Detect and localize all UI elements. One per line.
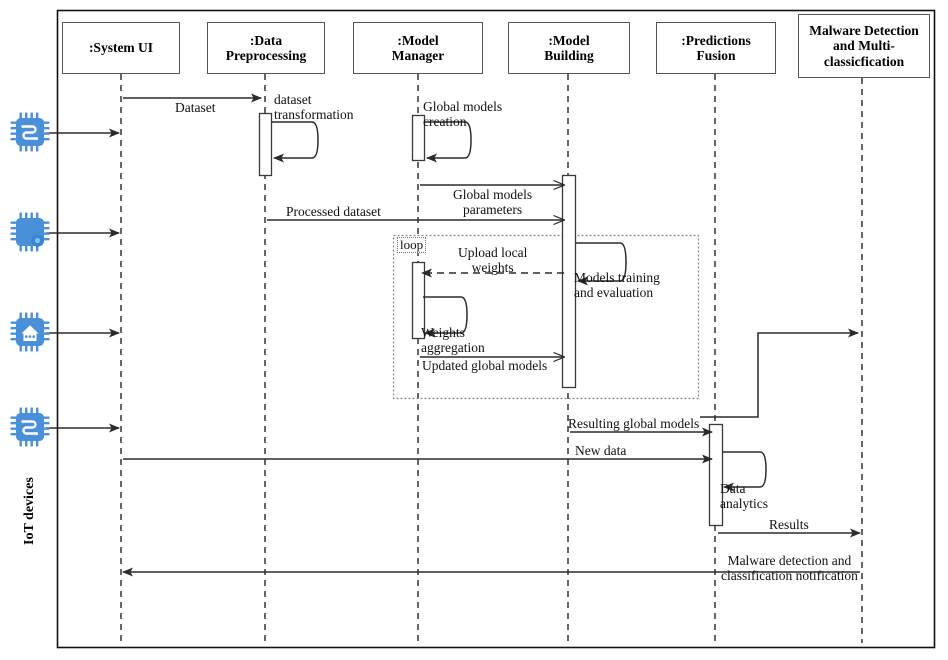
- lifeline-header-data-preprocessing[interactable]: :Data Preprocessing: [207, 22, 325, 74]
- self-message-label-self-weights-aggregation: Weights aggregation: [421, 325, 485, 356]
- iot-device-2-chip-sensor-icon: [10, 212, 50, 252]
- lifeline-header-label: :Predictions Fusion: [681, 32, 751, 63]
- diagram-frame: [56, 9, 936, 649]
- fragment-loop-fragment: [392, 234, 700, 400]
- lifeline-header-malware-detection[interactable]: Malware Detection and Multi- classicfica…: [798, 14, 930, 78]
- message-label-m-upload: Upload local weights: [458, 245, 528, 276]
- self-message-self-weights-aggregation: [423, 296, 468, 338]
- message-m-global-models-to-malware: [700, 328, 859, 418]
- lifeline-header-label: :System UI: [88, 40, 154, 56]
- message-label-m-results: Results: [769, 517, 809, 532]
- self-message-label-self-models-training: Models training and evaluation: [574, 270, 660, 301]
- self-message-label-self-data-analytics: Data analytics: [720, 481, 768, 512]
- self-messages-layer: [272, 121, 767, 492]
- self-message-self-data-analytics: [722, 451, 767, 492]
- activation-bar-act-model-manager-loop: [411, 261, 426, 340]
- lifeline-header-label: :Model Building: [544, 32, 594, 63]
- iot-devices-group-label: IoT devices: [22, 477, 37, 545]
- message-label-m-resulting: Resulting global models: [568, 416, 700, 431]
- lifeline-header-label: :Data Preprocessing: [225, 32, 307, 63]
- message-label-m-newdata: New data: [575, 443, 627, 458]
- elbow-message-layer: [700, 328, 859, 418]
- self-message-label-self-dataset-transformation: dataset transformation: [274, 92, 354, 123]
- lifeline-header-predictions-fusion[interactable]: :Predictions Fusion: [656, 22, 776, 74]
- activation-bar-act-model-manager-top: [411, 114, 426, 162]
- message-label-m-processed: Processed dataset: [286, 204, 381, 219]
- lifeline-header-label: Malware Detection and Multi- classicfica…: [809, 23, 919, 69]
- messages-layer: [46, 93, 861, 577]
- iot-device-3-chip-home-icon: [10, 312, 50, 352]
- self-message-self-global-models-creation: [425, 121, 472, 163]
- lifelines-layer: [120, 74, 863, 643]
- lifeline-header-model-building[interactable]: :Model Building: [508, 22, 630, 74]
- activation-bar-act-model-building: [561, 174, 577, 389]
- lifeline-header-model-manager[interactable]: :Model Manager: [353, 22, 483, 74]
- message-label-m-dataset: Dataset: [175, 100, 216, 115]
- message-label-m-updated: Updated global models: [422, 358, 548, 373]
- self-message-self-dataset-transformation: [272, 121, 319, 163]
- lifeline-header-system-ui[interactable]: :System UI: [62, 22, 180, 74]
- self-message-label-self-global-models-creation: Global models creation: [423, 99, 503, 130]
- activations-layer: [258, 112, 724, 527]
- activation-bar-act-predictions-fusion: [708, 423, 724, 527]
- message-label-m-globalparams: Global models parameters: [453, 187, 533, 218]
- message-label-m-notification: Malware detection and classification not…: [721, 553, 858, 584]
- fragments-layer: [392, 234, 700, 400]
- iot-device-1-chip-icon: [10, 112, 50, 152]
- self-message-self-models-training: [576, 242, 627, 286]
- iot-device-4-chip-icon: [10, 407, 50, 447]
- fragment-keyword-loop: loop: [397, 237, 427, 253]
- activation-bar-act-data-preprocessing: [258, 112, 273, 177]
- iot-device-icons-layer: [10, 112, 50, 447]
- lifeline-header-label: :Model Manager: [391, 32, 445, 63]
